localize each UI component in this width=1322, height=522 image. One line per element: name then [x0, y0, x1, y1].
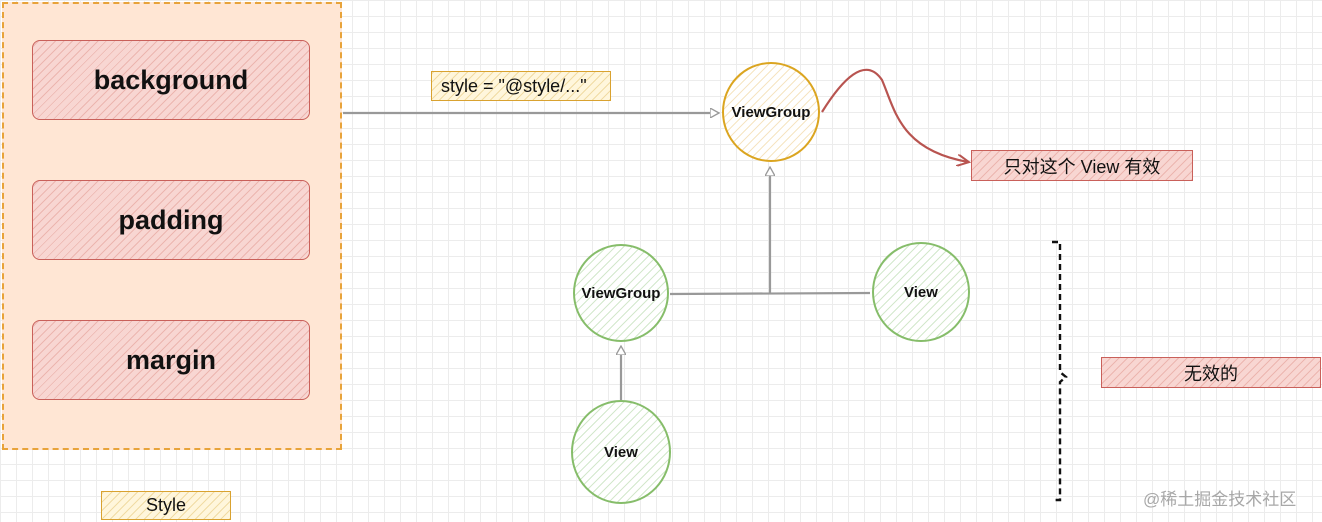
child-viewgroup-node: ViewGroup: [573, 244, 669, 342]
style-attribute-label: style = "@style/...": [431, 71, 611, 101]
style-property-margin: margin: [32, 320, 310, 400]
root-viewgroup-node: ViewGroup: [722, 62, 820, 162]
style-property-background: background: [32, 40, 310, 120]
grandchild-view-node: View: [571, 400, 671, 504]
tree-link-viewgroup-view: [669, 291, 871, 296]
invalid-scope-label: 无效的: [1101, 357, 1321, 388]
style-panel-label: Style: [101, 491, 231, 520]
effect-arrow: [821, 68, 968, 162]
effective-scope-label: 只对这个 View 有效: [971, 150, 1193, 181]
child-view-node: View: [872, 242, 970, 342]
watermark: @稀土掘金技术社区: [1143, 490, 1297, 509]
scope-brace: [1052, 240, 1068, 502]
style-property-padding: padding: [32, 180, 310, 260]
